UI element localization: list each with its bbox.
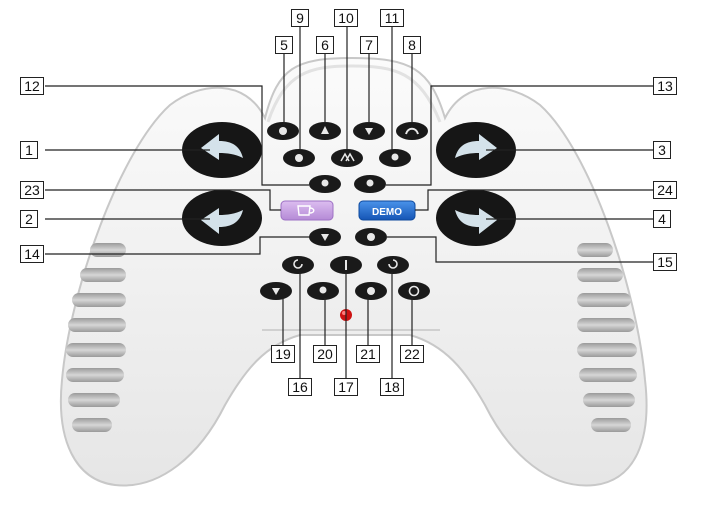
callout-18: 18: [380, 378, 404, 396]
person-icon: [321, 179, 329, 187]
callout-6: 6: [316, 36, 334, 54]
button-14[interactable]: [309, 228, 341, 246]
button-1-left-upper[interactable]: [182, 122, 262, 178]
button-22[interactable]: [398, 282, 430, 300]
button-23-pink[interactable]: [280, 200, 334, 221]
power-led-glint: [342, 311, 346, 315]
callout-24: 24: [653, 181, 677, 199]
callout-20: 20: [313, 345, 337, 363]
callout-3: 3: [653, 141, 671, 159]
face-icon: [279, 127, 287, 135]
button-19[interactable]: [260, 282, 292, 300]
button-10[interactable]: [331, 149, 363, 167]
right-grip-ridges: [577, 243, 637, 432]
shield-icon: [272, 288, 280, 295]
button-6[interactable]: [309, 122, 341, 140]
callout-19: 19: [271, 345, 295, 363]
mountain-icon: [340, 152, 355, 162]
callout-10: 10: [334, 9, 358, 27]
leader-lines: [45, 27, 653, 378]
down-icon: [365, 128, 373, 135]
callout-13: 13: [653, 77, 677, 95]
controller-top-hump: [266, 64, 442, 123]
callout-4: 4: [653, 210, 671, 228]
person-icon: [321, 126, 329, 134]
shield-icon: [321, 234, 329, 241]
button-20[interactable]: [307, 282, 339, 300]
face-icon: [295, 154, 303, 162]
rotate-left-icon: [293, 259, 303, 269]
button-24-demo[interactable]: DEMO: [358, 200, 416, 221]
person-icon: [319, 286, 327, 294]
button-3-right-upper[interactable]: [436, 122, 516, 178]
callout-8: 8: [403, 36, 421, 54]
callout-2: 2: [20, 210, 38, 228]
callout-17: 17: [334, 378, 358, 396]
button-18[interactable]: [377, 256, 409, 274]
callout-21: 21: [356, 345, 380, 363]
demo-label: DEMO: [372, 207, 402, 218]
callout-9: 9: [291, 9, 309, 27]
callout-5: 5: [275, 36, 293, 54]
person-icon: [391, 153, 399, 161]
button-2-left-lower[interactable]: [182, 190, 262, 246]
arrow-left-down-icon: [201, 208, 243, 234]
callout-15: 15: [653, 253, 677, 271]
button-17[interactable]: [330, 256, 362, 274]
cycle-icon: [408, 285, 420, 297]
small-buttons: [260, 122, 430, 300]
person-icon: [366, 179, 374, 187]
callout-16: 16: [288, 378, 312, 396]
face-icon: [367, 287, 375, 295]
callout-23: 23: [20, 181, 44, 199]
face-icon: [367, 233, 375, 241]
callout-1: 1: [20, 141, 38, 159]
button-16[interactable]: [282, 256, 314, 274]
button-11[interactable]: [379, 149, 411, 167]
arrow-right-down-icon: [455, 208, 497, 234]
cup-icon: [297, 205, 315, 216]
button-15[interactable]: [355, 228, 387, 246]
callout-22: 22: [400, 345, 424, 363]
button-13[interactable]: [354, 175, 386, 193]
callout-14: 14: [20, 245, 44, 263]
arrow-left-up-icon: [201, 134, 243, 160]
callout-7: 7: [360, 36, 378, 54]
button-7[interactable]: [353, 122, 385, 140]
callout-11: 11: [380, 9, 404, 27]
arrow-right-up-icon: [455, 134, 497, 160]
button-4-right-lower[interactable]: [436, 190, 516, 246]
button-21[interactable]: [355, 282, 387, 300]
button-8[interactable]: [396, 122, 428, 140]
rotate-right-icon: [388, 259, 398, 269]
arc-icon: [405, 127, 419, 135]
button-12[interactable]: [309, 175, 341, 193]
button-9[interactable]: [283, 149, 315, 167]
callout-12: 12: [20, 77, 44, 95]
button-5[interactable]: [267, 122, 299, 140]
